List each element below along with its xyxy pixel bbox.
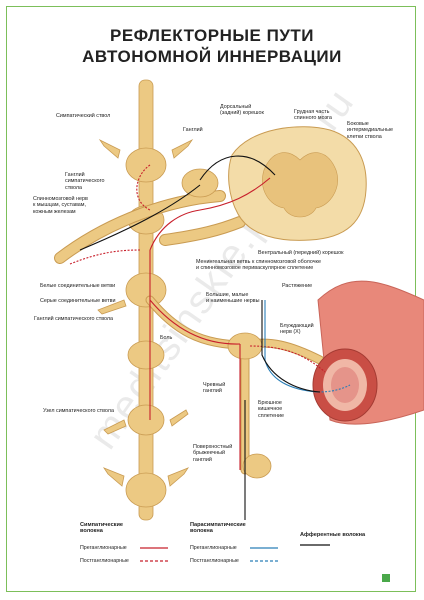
label-lateral-intermediate: Боковые интермедиальные клетки ствола (347, 121, 393, 140)
legend-parasympathetic-post: Постганглионарные (190, 558, 239, 564)
label-ganglion-of-trunk: Ганглий симпатического ствола (65, 172, 105, 191)
poster-title-line1: РЕФЛЕКТОРНЫЕ ПУТИ (109, 26, 314, 45)
dorsal-root-ganglion (181, 168, 219, 198)
celiac-ganglion (227, 332, 263, 360)
label-node: Узел симпатического ствола (43, 408, 114, 414)
spinal-cord-section (228, 126, 367, 241)
label-white-rami: Белые соединительные ветви (40, 283, 116, 289)
label-dorsal-root: Дорсальный (задний) корешок (220, 104, 264, 117)
legend-parasympathetic-pre: Преганглионарные (190, 545, 237, 551)
afferent-fibers (79, 155, 321, 520)
label-gray-rami: Серые соединительные ветви (40, 298, 116, 304)
label-greater-splanchnic: Большие, малые и наименьшие нервы (206, 292, 260, 305)
label-meningeal-branch: Менингеальная ветвь к спинномозговой обо… (196, 259, 321, 272)
label-sympathetic-trunk: Симпатический ствол (56, 113, 111, 119)
label-superior-mesenteric: Поверхностный брыжеечный ганглий (193, 444, 233, 463)
label-abdominal-plexus: Брюшное кишечное сплетение (258, 400, 284, 419)
legend-sympathetic-heading: Симпатические волокна (80, 522, 124, 535)
legend-sympathetic-post: Постганглионарные (80, 558, 129, 564)
intestine (312, 280, 424, 425)
publisher-logo (382, 574, 390, 582)
label-thoracic-cord: Грудная часть спинного мозга (294, 109, 332, 122)
label-vagus: Блуждающий нерв (X) (280, 323, 314, 336)
legend-parasympathetic-heading: Парасимпатические волокна (190, 522, 246, 535)
label-celiac: Чревный ганглий (203, 382, 226, 395)
legend-afferent-heading: Афферентные волокна (300, 532, 366, 538)
label-ventral-root: Вентральный (передний) корешок (258, 250, 344, 256)
label-pain: Боль (160, 335, 173, 341)
label-ganglion-sympathetic-trunk: Ганглий симпатического ствола (34, 316, 114, 322)
label-spinal-nerve: Спинномозговой нерв к мышцам, суставам, … (33, 196, 88, 215)
legend-lines (140, 547, 278, 562)
mesenteric-ganglion (242, 453, 272, 479)
label-ganglion: Ганглий (183, 127, 203, 133)
sympathetic-fibers (69, 164, 326, 470)
label-stretching: Растяжение (282, 283, 313, 289)
legend-sympathetic-pre: Преганглионарные (80, 545, 127, 551)
poster-title-line2: АВТОНОМНОЙ ИННЕРВАЦИИ (82, 47, 342, 66)
